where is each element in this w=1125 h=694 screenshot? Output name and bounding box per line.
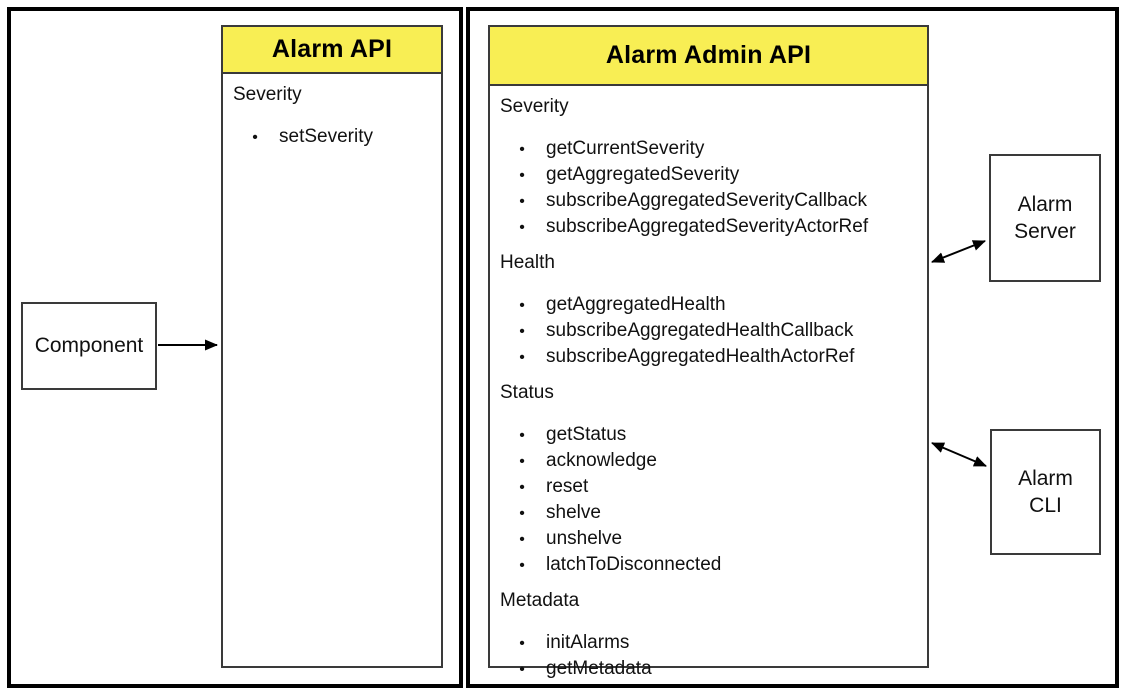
component-box: Component [21, 302, 157, 390]
method-list: • getStatus • acknowledge • reset • shelve • unsh… [500, 422, 919, 578]
alarm-admin-api-box: Alarm Admin API Severity • getCurrentSever… [488, 25, 929, 679]
method-item: • getMetadata [500, 656, 919, 682]
method-name: getAggregatedHealth [546, 294, 726, 315]
method-name: getCurrentSeverity [546, 138, 705, 159]
method-name: acknowledge [546, 450, 657, 471]
bullet-icon: • [519, 323, 525, 340]
alarm-api-title: Alarm API [223, 27, 441, 74]
alarm-cli-label: Alarm CLI [1018, 466, 1073, 517]
method-name: getStatus [546, 424, 627, 445]
method-item: • getCurrentSeverity [500, 136, 919, 162]
section-label: Health [500, 252, 555, 273]
admin-side-panel [466, 7, 1119, 688]
method-item: • subscribeAggregatedHealthActorRef [500, 344, 919, 370]
method-name: subscribeAggregatedSeverityActorRef [546, 216, 869, 237]
method-name: unshelve [546, 528, 623, 549]
method-item: • subscribeAggregatedSeverityActorRef [500, 214, 919, 240]
method-item: • latchToDisconnected [500, 552, 919, 578]
bullet-icon: • [519, 557, 525, 574]
alarm-admin-api-title: Alarm Admin API [490, 27, 927, 86]
alarm-cli-box: Alarm CLI [990, 429, 1101, 555]
method-name: latchToDisconnected [546, 554, 722, 575]
method-name: setSeverity [279, 126, 373, 147]
method-name: reset [546, 476, 589, 497]
section-label: Metadata [500, 590, 580, 611]
bullet-icon: • [519, 349, 525, 366]
bullet-icon: • [519, 479, 525, 496]
bullet-icon: • [519, 505, 525, 522]
method-name: subscribeAggregatedSeverityCallback [546, 190, 868, 211]
component-label: Component [34, 334, 144, 358]
method-list: • getAggregatedHealth • subscribeAggregated… [500, 292, 919, 370]
bullet-icon: • [519, 167, 525, 184]
method-name: initAlarms [546, 632, 630, 653]
alarm-server-label: Alarm Server [1014, 192, 1076, 243]
bullet-icon: • [519, 427, 525, 444]
bullet-icon: • [519, 141, 525, 158]
bullet-icon: • [519, 531, 525, 548]
alarm-admin-api-body: Severity • getCurrentSeverity • getAggregate… [490, 86, 927, 682]
method-list: • initAlarms • getMetadata [500, 630, 919, 682]
bullet-icon: • [519, 635, 525, 652]
method-item: • shelve [500, 500, 919, 526]
method-name: getAggregatedSeverity [546, 164, 740, 185]
bullet-icon: • [252, 129, 258, 146]
section-label: Severity [233, 84, 302, 105]
method-item: • getAggregatedHealth [500, 292, 919, 318]
section-label: Severity [500, 96, 569, 117]
method-list: • getCurrentSeverity • getAggregatedSeverit… [500, 136, 919, 240]
method-name: subscribeAggregatedHealthActorRef [546, 346, 855, 367]
method-item: • setSeverity [233, 124, 433, 150]
method-item: • acknowledge [500, 448, 919, 474]
component-side-panel [7, 7, 463, 688]
method-item: • subscribeAggregatedHealthCallback [500, 318, 919, 344]
bullet-icon: • [519, 219, 525, 236]
alarm-server-box: Alarm Server [989, 154, 1101, 282]
bullet-icon: • [519, 297, 525, 314]
bullet-icon: • [519, 661, 525, 678]
method-item: • reset [500, 474, 919, 500]
method-name: getMetadata [546, 658, 652, 679]
method-list: • setSeverity [233, 124, 433, 150]
method-item: • initAlarms [500, 630, 919, 656]
method-item: • subscribeAggregatedSeverityCallback [500, 188, 919, 214]
alarm-api-body: Severity • setSeverity [223, 74, 441, 150]
bullet-icon: • [519, 453, 525, 470]
bullet-icon: • [519, 193, 525, 210]
alarm-api-box: Alarm API Severity • setSeverity [221, 25, 443, 668]
method-item: • getStatus [500, 422, 919, 448]
section-label: Status [500, 382, 554, 403]
method-name: subscribeAggregatedHealthCallback [546, 320, 854, 341]
method-item: • unshelve [500, 526, 919, 552]
method-item: • getAggregatedSeverity [500, 162, 919, 188]
method-name: shelve [546, 502, 601, 523]
